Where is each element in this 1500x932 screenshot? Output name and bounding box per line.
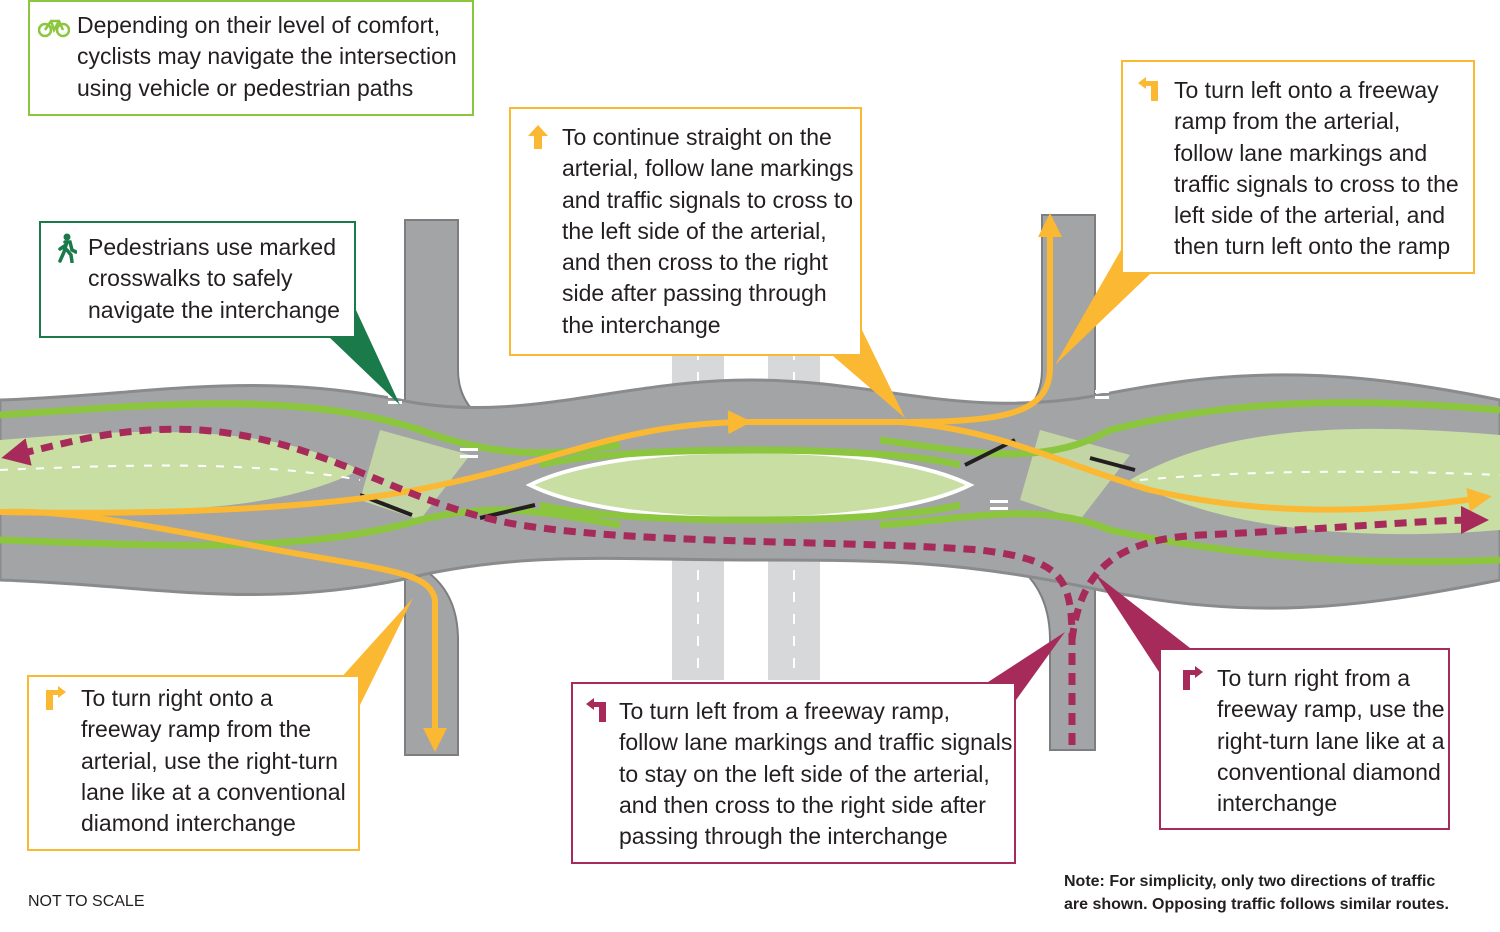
straight-callout: To continue straight on the arterial, fo… [509, 107, 862, 356]
simplicity-note: Note: For simplicity, only two direction… [1064, 873, 1449, 913]
straight-callout-text: To continue straight on the arterial, fo… [562, 124, 854, 338]
pedestrian-icon [58, 233, 77, 263]
orange-routes [0, 213, 1492, 752]
maroon-routes [1, 425, 1489, 745]
right-onto-ramp-callout: To turn right onto a freeway ramp from t… [27, 675, 360, 851]
right-onto-ramp-callout-text: To turn right onto a freeway ramp from t… [81, 685, 346, 837]
straight-arrow-icon [528, 125, 548, 149]
pedestrian-callout: Pedestrians use marked crosswalks to saf… [39, 221, 356, 338]
right-turn-arrow-icon [1183, 666, 1203, 690]
right-turn-arrow-icon [46, 686, 66, 710]
left-turn-arrow-icon [1138, 77, 1158, 101]
left-from-ramp-callout-text: To turn left from a freeway ramp, follow… [619, 698, 1013, 850]
left-turn-arrow-icon [586, 698, 606, 722]
left-from-ramp-callout: To turn left from a freeway ramp, follow… [571, 682, 1016, 864]
scale-note: NOT TO SCALE [28, 893, 145, 910]
right-from-ramp-callout: To turn right from a freeway ramp, use t… [1159, 648, 1450, 830]
left-onto-ramp-callout: To turn left onto a freeway ramp from th… [1121, 60, 1475, 274]
bicycle-icon [38, 19, 70, 38]
arterial-road [0, 373, 1500, 610]
bicycle-callout: Depending on their level of comfort, cyc… [28, 0, 474, 116]
left-onto-ramp-callout-text: To turn left onto a freeway ramp from th… [1174, 77, 1459, 260]
bicycle-callout-text: Depending on their level of comfort, cyc… [77, 12, 457, 101]
right-from-ramp-callout-text: To turn right from a freeway ramp, use t… [1217, 665, 1445, 817]
pedestrian-callout-text: Pedestrians use marked crosswalks to saf… [88, 234, 340, 323]
